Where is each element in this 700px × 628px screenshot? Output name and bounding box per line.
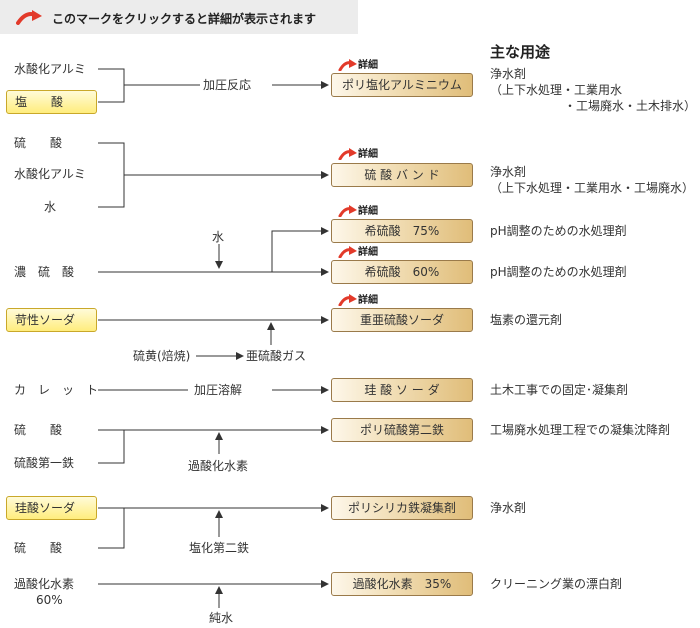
use-text: 塩素の還元剤	[490, 313, 563, 327]
detail-link-pac[interactable]: 詳細	[338, 59, 378, 72]
use-text: ・工場廃水・土木排水）	[564, 99, 697, 113]
product-polyferric-sulfate[interactable]: ポリ硫酸第二鉄	[331, 418, 473, 442]
detail-label: 詳細	[358, 295, 378, 306]
raw-material-hydrogen-peroxide: 過酸化水素	[14, 577, 75, 591]
red-arrow-icon	[338, 246, 357, 259]
detail-label: 詳細	[358, 60, 378, 71]
red-arrow-icon	[16, 10, 42, 25]
product-hydrogen-peroxide-35[interactable]: 過酸化水素 35%	[331, 572, 473, 596]
use-text: pH調整のための水処理剤	[490, 224, 627, 238]
instruction-text: このマークをクリックすると詳細が表示されます	[52, 12, 317, 26]
raw-material-cullet: カ レ ッ ト	[14, 383, 99, 397]
additive-hydrogen-peroxide: 過酸化水素	[188, 459, 249, 473]
detail-label: 詳細	[358, 206, 378, 217]
additive-sulfur-dioxide: 亜硫酸ガス	[246, 349, 307, 363]
raw-material-sodium-silicate: 珪酸ソーダ	[6, 496, 97, 520]
detail-label: 詳細	[358, 149, 378, 160]
use-text: pH調整のための水処理剤	[490, 265, 627, 279]
raw-material-caustic-soda: 苛性ソーダ	[6, 308, 97, 332]
additive-ferric-chloride: 塩化第二鉄	[189, 541, 250, 555]
product-dilute-sulfuric-acid-60[interactable]: 希硫酸 60%	[331, 260, 473, 284]
process-label-pressure-dissolution: 加圧溶解	[194, 383, 243, 397]
product-sodium-bisulfite[interactable]: 重亜硫酸ソーダ	[331, 308, 473, 332]
raw-material-sulfuric-acid: 硫 酸	[14, 541, 63, 555]
raw-material-water: 水	[44, 200, 57, 214]
product-dilute-sulfuric-acid-75[interactable]: 希硫酸 75%	[331, 219, 473, 243]
use-text: 工場廃水処理工程での凝集沈降剤	[490, 423, 671, 437]
process-label-pressure-reaction: 加圧反応	[201, 78, 254, 92]
raw-material-aluminum-hydroxide: 水酸化アルミ	[14, 62, 86, 76]
raw-material-concentrated-sulfuric-acid: 濃 硫 酸	[14, 265, 75, 279]
raw-material-sulfuric-acid: 硫 酸	[14, 136, 63, 150]
product-aluminum-sulfate[interactable]: 硫 酸 バ ン ド	[331, 163, 473, 187]
raw-material-sulfuric-acid: 硫 酸	[14, 423, 63, 437]
instruction-banner: このマークをクリックすると詳細が表示されます	[0, 0, 358, 34]
use-text: 浄水剤	[490, 165, 527, 179]
product-polyaluminum-chloride[interactable]: ポリ塩化アルミニウム	[331, 73, 473, 97]
additive-pure-water: 純水	[209, 611, 234, 625]
red-arrow-icon	[338, 294, 357, 307]
product-polysilica-iron-coagulant[interactable]: ポリシリカ鉄凝集剤	[331, 496, 473, 520]
detail-link-dilute-60[interactable]: 詳細	[338, 246, 378, 259]
red-arrow-icon	[338, 205, 357, 218]
uses-heading: 主な用途	[490, 43, 551, 61]
detail-link-bisulfite[interactable]: 詳細	[338, 294, 378, 307]
use-text: 浄水剤	[490, 67, 527, 81]
red-arrow-icon	[338, 148, 357, 161]
additive-water: 水	[212, 230, 225, 244]
detail-link-alum[interactable]: 詳細	[338, 148, 378, 161]
detail-label: 詳細	[358, 247, 378, 258]
red-arrow-icon	[338, 59, 357, 72]
raw-material-concentration: 60%	[36, 593, 63, 607]
use-text: クリーニング業の漂白剤	[490, 577, 623, 591]
raw-material-hydrochloric-acid: 塩 酸	[6, 90, 97, 114]
raw-material-aluminum-hydroxide: 水酸化アルミ	[14, 167, 86, 181]
additive-source-sulfur: 硫黄(焙焼)	[133, 349, 191, 363]
use-text: 浄水剤	[490, 501, 527, 515]
use-text: （上下水処理・工業用水・工場廃水）	[490, 181, 695, 195]
use-text: （上下水処理・工業用水	[490, 83, 623, 97]
detail-link-dilute-75[interactable]: 詳細	[338, 205, 378, 218]
use-text: 土木工事での固定･凝集剤	[490, 383, 629, 397]
product-sodium-silicate[interactable]: 珪 酸 ソ ー ダ	[331, 378, 473, 402]
raw-material-ferrous-sulfate: 硫酸第一鉄	[14, 456, 75, 470]
